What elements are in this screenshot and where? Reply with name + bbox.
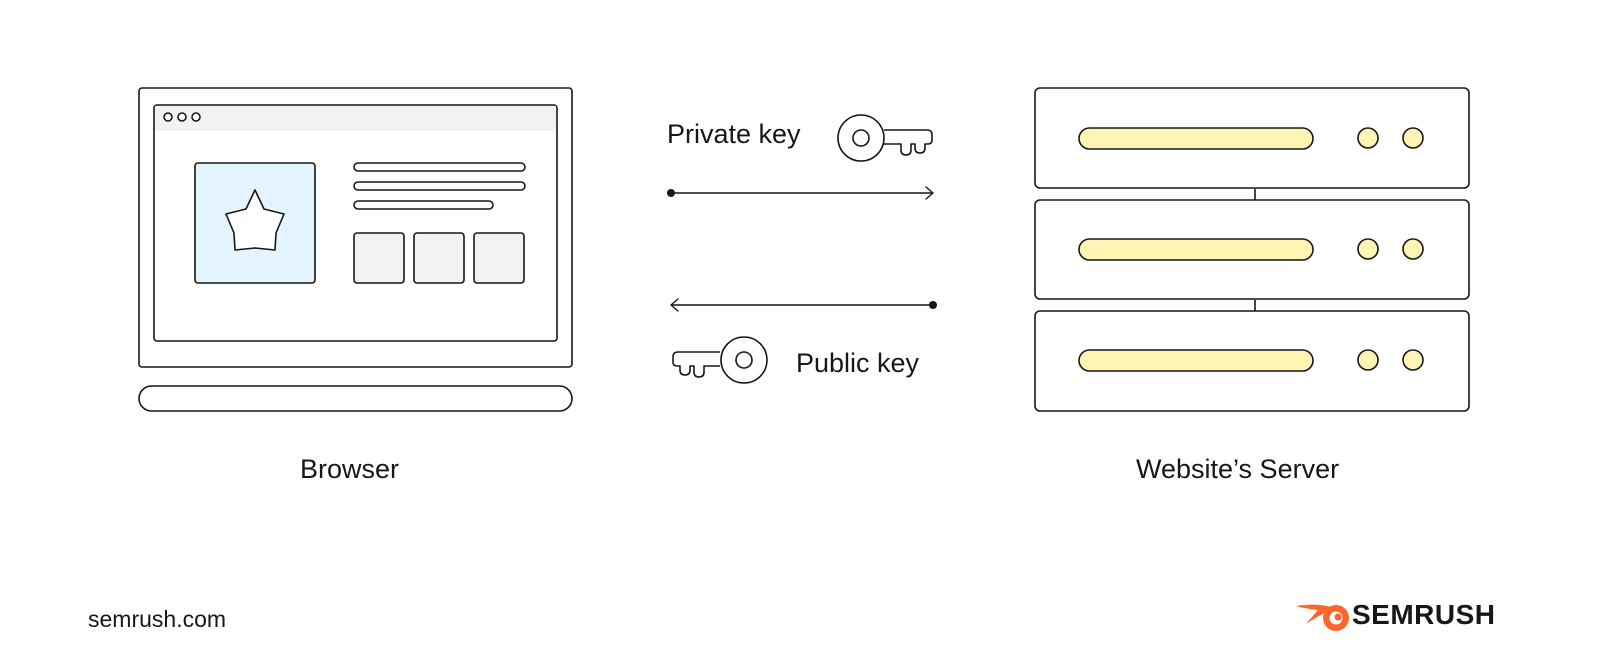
server-light [1357,238,1379,260]
star-icon [225,189,285,251]
window-dot [191,112,201,122]
public-key-icon [672,336,768,384]
thumbnail [353,232,405,284]
server-unit [1034,310,1470,412]
server-light [1402,238,1424,260]
public-key-arrow [670,298,937,312]
browser-laptop [138,87,573,412]
text-line [353,181,526,191]
brand-wordmark: SEMRUSH [1352,599,1496,630]
server-light [1357,349,1379,371]
thumbnail [473,232,525,284]
key-icon [672,351,720,378]
thumbnail [413,232,465,284]
server-unit [1034,87,1470,189]
key-icon [884,129,933,156]
window-dot [163,112,173,122]
private-key-arrow [667,186,934,200]
server-unit [1034,199,1470,300]
laptop-base [138,385,573,412]
server-light [1402,349,1424,371]
text-line [353,162,526,172]
footer-url[interactable]: semrush.com [88,606,227,632]
private-key-icon [837,114,933,162]
window-dot [177,112,187,122]
public-key-label: Public key [796,348,920,378]
text-line [353,200,494,210]
server-rack [1034,87,1470,412]
server-light [1357,127,1379,149]
server-bar [1078,349,1314,372]
key-bow-hole [735,351,753,369]
browser-title-bar [155,106,556,131]
window-dots [163,112,201,122]
browser-label: Browser [300,454,400,484]
semrush-flame-icon [1296,604,1349,631]
server-light [1402,127,1424,149]
server-label: Website’s Server [1136,454,1340,484]
server-bar [1078,238,1314,261]
server-bar [1078,127,1314,150]
key-bow-hole [852,129,870,147]
private-key-label: Private key [667,119,801,149]
